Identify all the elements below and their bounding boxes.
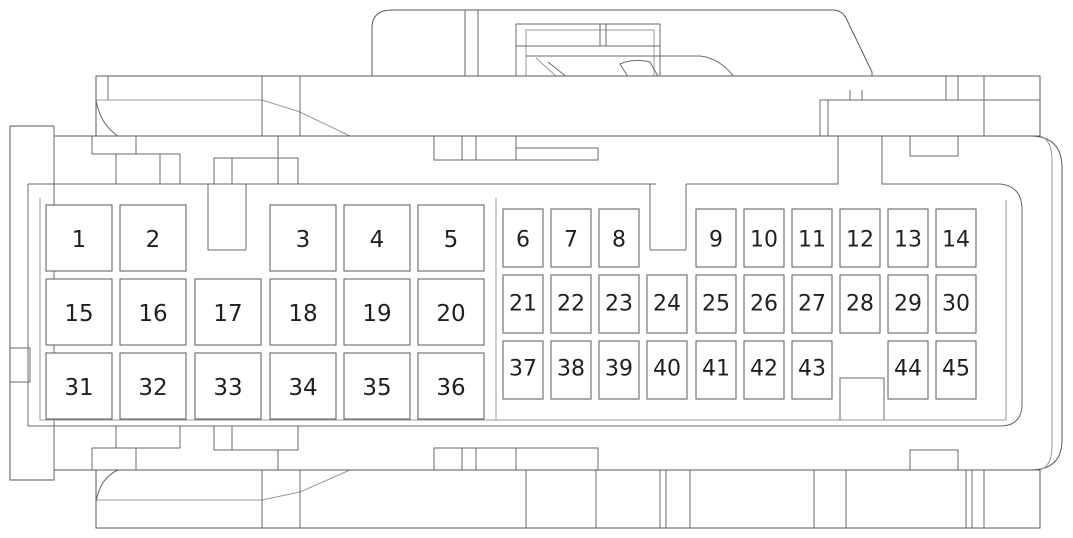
pin-label: 14 [942,228,970,253]
pin-cavity: 21 [502,274,544,334]
pin-cavity: 7 [550,208,592,268]
pin-label: 18 [288,301,317,327]
pin-label: 37 [509,357,537,382]
pin-cavity: 4 [343,204,411,272]
pin-cavity: 38 [550,340,592,400]
pin-label: 31 [64,375,93,401]
pin-cavity: 8 [598,208,640,268]
pin-cavity: 43 [791,340,833,400]
pin-label: 39 [605,357,633,382]
pin-label: 33 [213,375,242,401]
pin-cavity: 27 [791,274,833,334]
pin-label: 22 [557,292,585,317]
pin-cavity: 30 [935,274,977,334]
pin-label: 28 [846,292,874,317]
pin-cavity: 39 [598,340,640,400]
pin-label: 32 [138,375,167,401]
pin-label: 10 [750,228,778,253]
pin-label: 45 [942,357,970,382]
pin-label: 9 [709,228,723,253]
pin-label: 44 [894,357,922,382]
pin-cavity: 41 [695,340,737,400]
pin-cavity: 5 [417,204,485,272]
pin-label: 38 [557,357,585,382]
pin-label: 13 [894,228,922,253]
pin-label: 42 [750,357,778,382]
pin-cavity: 28 [839,274,881,334]
pin-cavity: 29 [887,274,929,334]
pin-cavity: 45 [935,340,977,400]
pin-cavity: 15 [45,278,113,346]
pin-cavity: 10 [743,208,785,268]
pin-label: 16 [138,301,167,327]
pin-label: 7 [564,228,578,253]
pin-label: 41 [702,357,730,382]
pin-label: 36 [436,375,465,401]
pin-cavity: 34 [269,352,337,420]
pin-label: 2 [146,227,161,253]
pin-label: 21 [509,292,537,317]
pin-label: 19 [362,301,391,327]
pin-cavity: 19 [343,278,411,346]
pin-cavity: 20 [417,278,485,346]
pin-cavity: 42 [743,340,785,400]
pin-label: 4 [370,227,385,253]
pin-cavity: 33 [194,352,262,420]
pin-label: 20 [436,301,465,327]
pin-cavity: 1 [45,204,113,272]
pin-cavity: 2 [119,204,187,272]
pin-label: 12 [846,228,874,253]
pin-label: 40 [653,357,681,382]
pin-cavity: 18 [269,278,337,346]
pin-cavity: 26 [743,274,785,334]
pin-cavity: 13 [887,208,929,268]
pin-label: 35 [362,375,391,401]
pin-label: 43 [798,357,826,382]
pin-cavity: 17 [194,278,262,346]
pin-label: 30 [942,292,970,317]
pin-label: 5 [444,227,459,253]
pin-cavity: 9 [695,208,737,268]
pin-cavity: 35 [343,352,411,420]
pin-cavity: 22 [550,274,592,334]
pin-label: 6 [516,228,530,253]
pin-cavity: 24 [646,274,688,334]
lower-shell [95,469,1041,529]
pin-label: 26 [750,292,778,317]
pin-cavity: 11 [791,208,833,268]
pin-cavity: 25 [695,274,737,334]
pin-cavity: 3 [269,204,337,272]
pin-label: 23 [605,292,633,317]
pin-label: 29 [894,292,922,317]
pin-label: 11 [798,228,826,253]
pin-label: 15 [64,301,93,327]
pin-cavity: 6 [502,208,544,268]
pin-label: 1 [72,227,87,253]
pin-label: 24 [653,292,681,317]
pin-cavity: 23 [598,274,640,334]
pin-cavities: 1 2 3 4 5 15 16 17 18 19 20 31 32 33 [45,204,977,420]
pin-label: 27 [798,292,826,317]
pin-label: 25 [702,292,730,317]
pin-label: 8 [612,228,626,253]
pin-cavity: 40 [646,340,688,400]
pin-label: 34 [288,375,317,401]
pin-cavity: 12 [839,208,881,268]
pin-cavity: 44 [887,340,929,400]
pin-cavity: 16 [119,278,187,346]
pin-cavity: 37 [502,340,544,400]
pin-cavity: 32 [119,352,187,420]
pin-cavity: 14 [935,208,977,268]
upper-shell [95,75,1041,137]
pin-cavity: 36 [417,352,485,420]
pin-cavity: 31 [45,352,113,420]
pin-label: 17 [213,301,242,327]
pin-label: 3 [296,227,311,253]
